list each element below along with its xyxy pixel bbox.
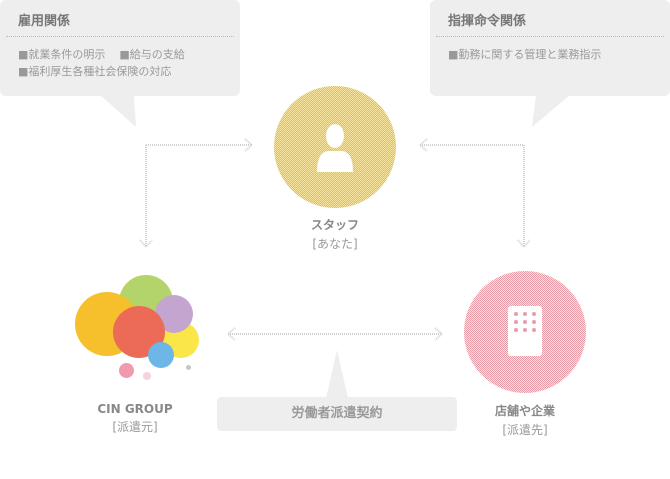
cin-group-name: CIN GROUP — [97, 402, 173, 416]
client-name: 店舗や企業 — [494, 404, 555, 418]
cin-group-role: [派遣元] — [112, 420, 158, 434]
command-title: 指揮命令関係 — [436, 0, 664, 37]
employment-item: ■福利厚生各種社会保険の対応 — [18, 65, 172, 78]
staff-role: [あなた] — [312, 237, 358, 251]
contract-bubble-tail — [326, 350, 348, 398]
employment-bubble-tail — [100, 95, 136, 127]
building-icon — [508, 306, 542, 356]
employment-item: ■就業条件の明示 — [18, 48, 106, 61]
command-relation-bubble: 指揮命令関係 ■勤務に関する管理と業務指示 — [430, 0, 670, 96]
client-role: [派遣先] — [502, 423, 548, 437]
employment-title: 雇用関係 — [6, 0, 234, 37]
staff-label: スタッフ [あなた] — [285, 216, 385, 252]
person-icon — [317, 124, 353, 172]
employment-relation-bubble: 雇用関係 ■就業条件の明示 ■給与の支給 ■福利厚生各種社会保険の対応 — [0, 0, 240, 96]
dispatch-contract-label: 労働者派遣契約 — [217, 397, 457, 431]
employment-item: ■給与の支給 — [119, 48, 185, 61]
client-label: 店舗や企業 [派遣先] — [475, 402, 575, 438]
command-item: ■勤務に関する管理と業務指示 — [448, 48, 602, 61]
command-bubble-tail — [532, 95, 570, 127]
cin-group-label: CIN GROUP [派遣元] — [85, 402, 185, 435]
staff-name: スタッフ — [310, 218, 359, 232]
